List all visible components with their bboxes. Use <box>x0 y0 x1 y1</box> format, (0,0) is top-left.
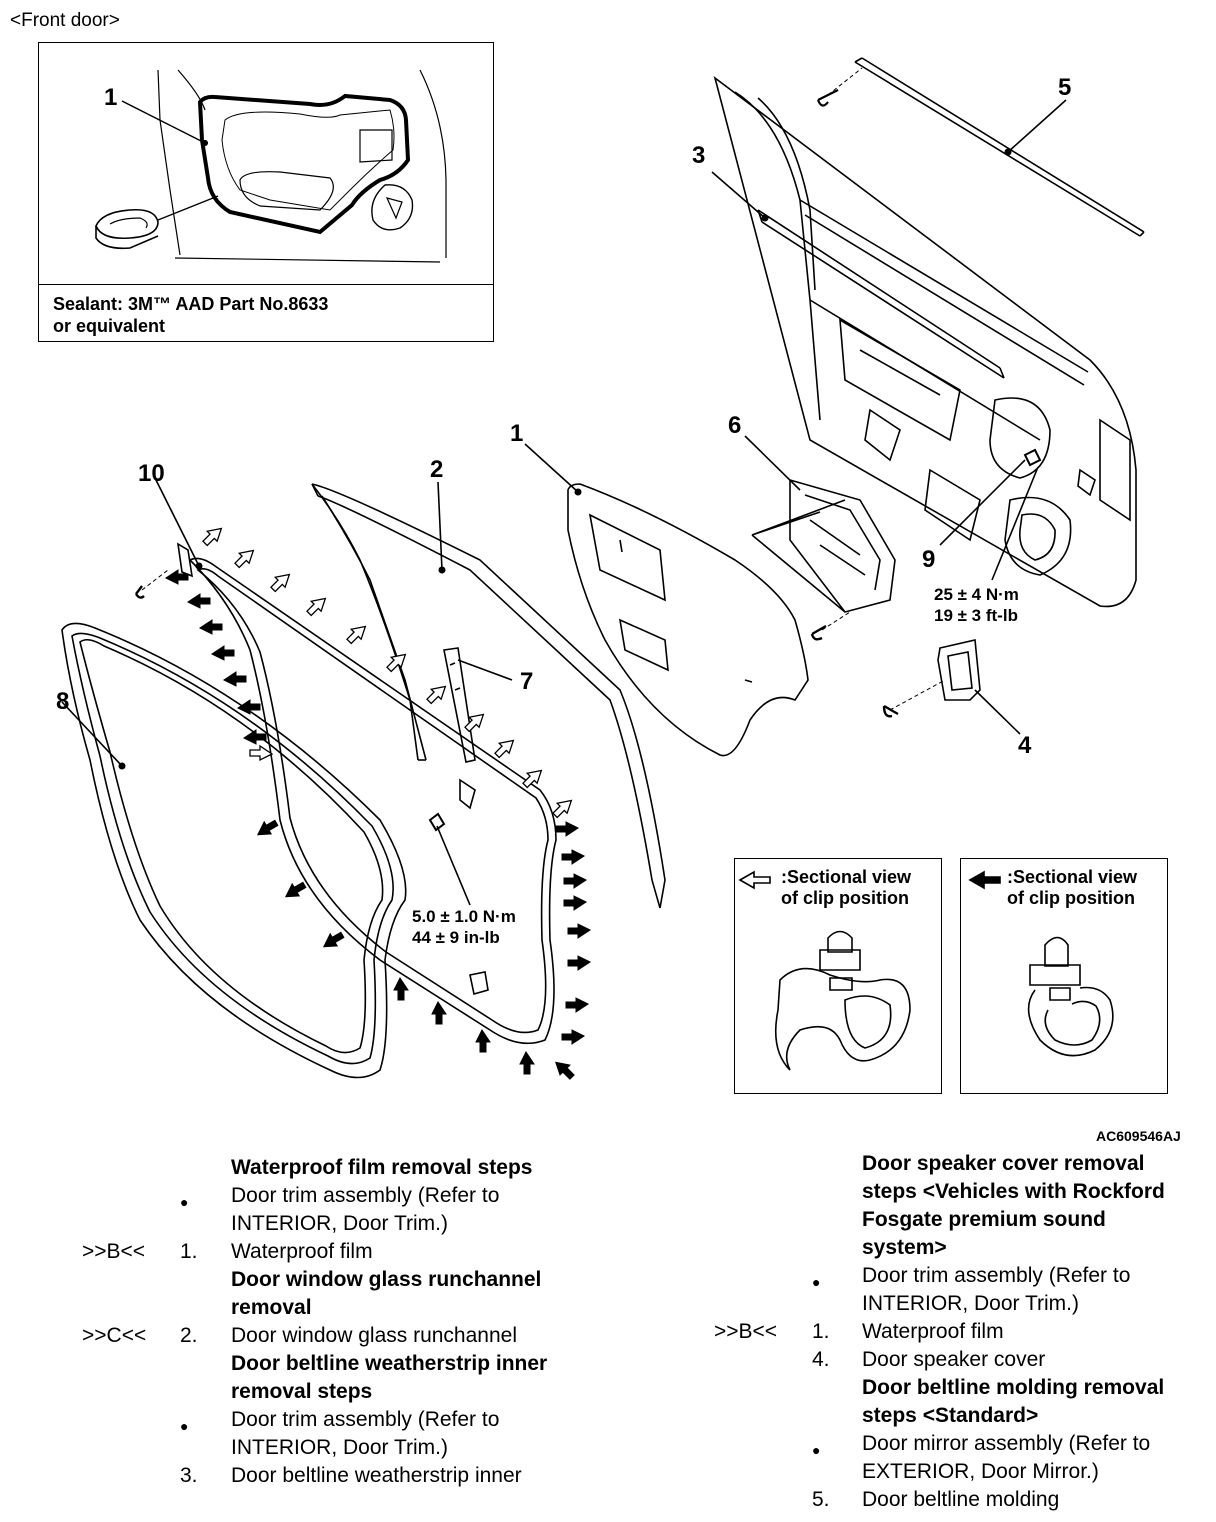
step-text: Door window glass runchannel <box>231 1268 542 1291</box>
step-num: 3. <box>180 1464 198 1487</box>
callout-2: 2 <box>430 456 444 483</box>
door-weatherstrip-outer <box>61 622 407 1079</box>
step-marker: >>B<< <box>82 1240 146 1263</box>
solid-arrow-legend-label: :Sectional view of clip position <box>1007 867 1137 909</box>
step-num: 4. <box>812 1348 830 1371</box>
step-text: steps <Vehicles with Rockford <box>862 1180 1165 1203</box>
solid-arrow-legend-drawing <box>968 870 1114 1057</box>
step-text: Waterproof film removal steps <box>231 1156 533 1179</box>
step-text: Door beltline molding <box>862 1488 1060 1511</box>
glass-runchannel <box>311 481 666 909</box>
callout-9: 9 <box>922 546 936 573</box>
step-text: Fosgate premium sound <box>862 1208 1106 1231</box>
step-text: Door beltline molding removal <box>862 1376 1165 1399</box>
step-text: system> <box>862 1236 947 1259</box>
step-text: INTERIOR, Door Trim.) <box>231 1212 449 1235</box>
step-text: steps <Standard> <box>862 1404 1039 1427</box>
callout-1: 1 <box>510 420 524 447</box>
open-arrow-legend-line1: :Sectional view <box>781 867 912 887</box>
step-num: ● <box>180 1194 189 1210</box>
runchannel-bolt-torque: 5.0 ± 1.0 N·m 44 ± 9 in-lb <box>412 906 516 948</box>
speaker-bracket <box>744 435 896 641</box>
step-num: ● <box>812 1442 821 1458</box>
step-num: 2. <box>180 1324 198 1347</box>
callout-7: 7 <box>520 668 534 695</box>
step-num: 1. <box>180 1240 198 1263</box>
step-marker: >>B<< <box>714 1320 778 1343</box>
sealant-note-line1: Sealant: 3M™ AAD Part No.8633 <box>53 294 329 314</box>
sealant-callout-1: 1 <box>104 84 118 111</box>
speaker-bolt-torque-nm: 25 ± 4 N·m <box>934 585 1019 604</box>
runchannel-bolt-torque-nm: 5.0 ± 1.0 N·m <box>412 907 516 926</box>
step-text: EXTERIOR, Door Mirror.) <box>862 1460 1099 1483</box>
open-clip-arrows <box>202 527 573 819</box>
callout-4: 4 <box>1018 732 1032 759</box>
runchannel-lower-bracket <box>428 647 513 996</box>
open-arrow-legend: :Sectional view of clip position <box>734 858 942 1094</box>
runchannel-bolt-torque-inlb: 44 ± 9 in-lb <box>412 928 500 947</box>
speaker-bolt-torque: 25 ± 4 N·m 19 ± 3 ft-lb <box>934 584 1019 626</box>
step-text: Door trim assembly (Refer to <box>231 1184 500 1207</box>
step-text: removal <box>231 1296 312 1319</box>
solid-arrow-legend: :Sectional view of clip position <box>960 858 1168 1094</box>
step-text: INTERIOR, Door Trim.) <box>231 1436 449 1459</box>
open-arrow-legend-label: :Sectional view of clip position <box>781 867 911 909</box>
sealant-panel: Sealant: 3M™ AAD Part No.8633 or equival… <box>38 42 494 342</box>
callout-8: 8 <box>56 688 70 715</box>
solid-arrow-legend-line1: :Sectional view <box>1007 867 1138 887</box>
callout-6: 6 <box>728 412 742 439</box>
step-text: Door mirror assembly (Refer to <box>862 1432 1151 1455</box>
section-title: <Front door> <box>10 10 120 31</box>
step-num: ● <box>180 1418 189 1434</box>
beltline-molding <box>816 57 1145 237</box>
step-num: ● <box>812 1274 821 1290</box>
step-text: Door window glass runchannel <box>231 1324 517 1347</box>
step-text: Door trim assembly (Refer to <box>862 1264 1131 1287</box>
callout-10: 10 <box>138 460 165 487</box>
beltline-weatherstrip-inner <box>711 171 1005 379</box>
waterproof-film <box>524 443 809 757</box>
step-num: 1. <box>812 1320 830 1343</box>
step-text: Door beltline weatherstrip inner <box>231 1352 548 1375</box>
step-text: INTERIOR, Door Trim.) <box>862 1292 1080 1315</box>
sealant-note: Sealant: 3M™ AAD Part No.8633 or equival… <box>53 293 328 337</box>
step-marker: >>C<< <box>82 1324 147 1347</box>
sealant-note-line2: or equivalent <box>53 316 166 336</box>
step-text: Door trim assembly (Refer to <box>231 1408 500 1431</box>
step-text: Door speaker cover removal <box>862 1152 1145 1175</box>
door-inner-panel <box>713 75 1137 608</box>
open-arrow-legend-drawing <box>738 870 911 1071</box>
step-text: Door beltline weatherstrip inner <box>231 1464 522 1487</box>
step-num: 5. <box>812 1488 830 1511</box>
step-text: removal steps <box>231 1380 373 1403</box>
figure-code: AC609546AJ <box>1096 1128 1181 1144</box>
step-text: Waterproof film <box>862 1320 1004 1343</box>
callout-3: 3 <box>692 142 706 169</box>
solid-clip-arrows <box>165 569 591 1080</box>
step-text: Door speaker cover <box>862 1348 1046 1371</box>
speaker-bolt-torque-ftlb: 19 ± 3 ft-lb <box>934 606 1018 625</box>
sealant-inset-drawing <box>95 69 447 263</box>
speaker-bolt <box>939 448 1042 581</box>
sealant-divider <box>39 284 493 285</box>
open-arrow-legend-line2: of clip position <box>781 888 909 908</box>
callout-5: 5 <box>1058 74 1072 101</box>
speaker-cover <box>882 639 1021 735</box>
step-text: Waterproof film <box>231 1240 373 1263</box>
solid-arrow-legend-line2: of clip position <box>1007 888 1135 908</box>
door-weatherstrip-inner <box>135 477 557 1045</box>
